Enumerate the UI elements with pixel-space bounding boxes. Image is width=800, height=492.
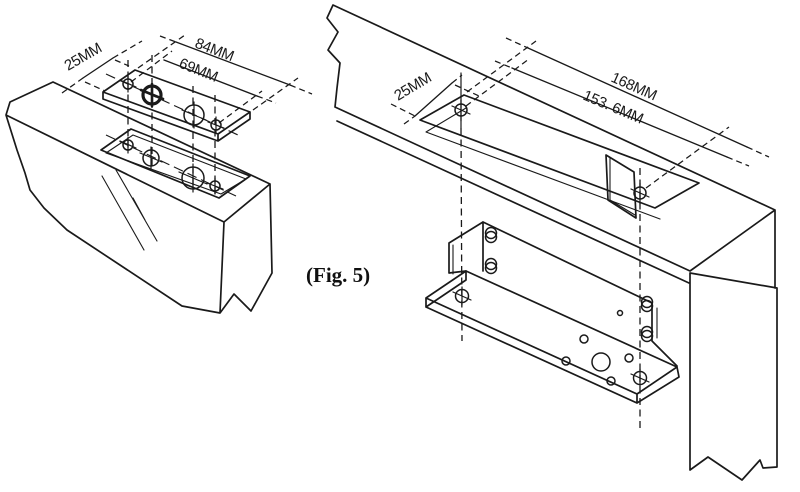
lock-bracket (425, 221, 680, 404)
glass-shine-lines (101, 169, 158, 251)
projection-lines-left (127, 55, 216, 194)
door-outline (5, 81, 273, 314)
projection-lines-right (460, 127, 641, 432)
bracket-web-dot (616, 309, 624, 317)
bolt-head (640, 295, 654, 309)
glass-door-diagram: 25MM 84MM 69MM (5, 34, 313, 314)
dim-168-extensions (466, 37, 770, 158)
dimension-right-168mm: 168MM (466, 37, 770, 158)
bolt-head (640, 299, 654, 313)
bracket-base-plate (425, 270, 680, 404)
bolt-head (484, 261, 498, 275)
dim-84-extensions (137, 34, 313, 111)
bolt-head (484, 230, 498, 244)
dimension-right-153mm: 153. 6MM (465, 58, 750, 189)
frame-cutout (419, 94, 700, 209)
bracket-bolt-heads (484, 226, 654, 343)
dim-168-line (527, 47, 748, 148)
dim-25r-line (414, 82, 453, 117)
dim-label-25mm-left: 25MM (62, 40, 105, 75)
dimension-left-25mm: 25MM (61, 40, 143, 94)
bracket-web-detail (452, 244, 658, 339)
dimension-right-25mm: 25MM (390, 69, 480, 125)
bracket-small-hole (624, 353, 634, 363)
dim-label-25mm-right: 25MM (391, 69, 434, 104)
bolt-head (640, 329, 654, 343)
frame-notch (605, 154, 637, 219)
dim-84-line (175, 41, 291, 86)
dim-153-extensions (465, 58, 750, 189)
dim-69-extensions (130, 50, 277, 124)
armature-plate (102, 69, 251, 142)
bracket-small-hole (579, 334, 589, 344)
figure-caption: (Fig. 5) (306, 263, 370, 287)
bracket-web (448, 221, 678, 367)
bolt-head (640, 325, 654, 339)
dim-25-extensions (61, 40, 143, 94)
bracket-plate-holes (452, 286, 650, 388)
dim-label-69mm: 69MM (177, 55, 221, 86)
door-frame-diagram: 25MM 168MM 153. 6MM (326, 4, 778, 481)
frame-notch-depth (609, 157, 636, 216)
bolt-head (484, 226, 498, 240)
bracket-wire-hole (591, 352, 611, 372)
frame-outline (326, 4, 778, 481)
bolt-head (484, 257, 498, 271)
dim-25-line (82, 57, 114, 79)
bracket-hole-cross-ticks (452, 286, 650, 388)
frame-cutout-depth (425, 107, 661, 220)
dim-69-line (163, 59, 258, 97)
bracket-small-hole (606, 376, 616, 386)
bracket-small-hole (561, 356, 571, 366)
dim-153-line (511, 67, 728, 158)
door-recess (100, 128, 251, 199)
